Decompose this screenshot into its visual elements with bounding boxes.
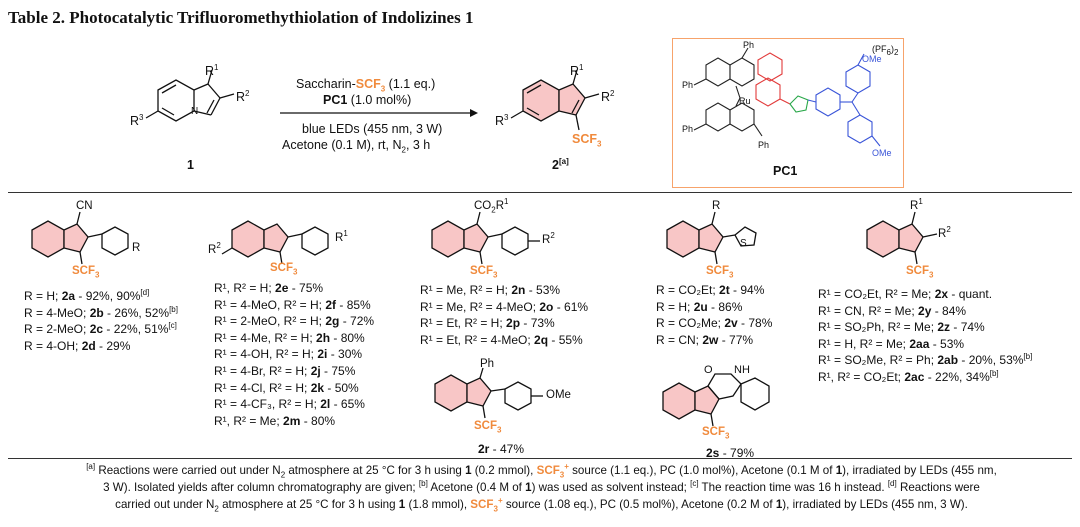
nh-label-2s: NH xyxy=(734,364,750,376)
footnote-line-2: 3 W). Isolated yields after column chrom… xyxy=(103,479,980,494)
footnote-line-1: [a] Reactions were carried out under N2 … xyxy=(86,462,997,480)
row-2o: R¹ = Me, R² = 4-MeO; 2o - 61% xyxy=(420,299,589,314)
pc1-structure-box xyxy=(672,38,904,188)
scf3-label-2s: SCF3 xyxy=(702,426,730,441)
ome-label-2r: OMe xyxy=(546,389,571,401)
footnote: [a] Reactions were carried out under N2 … xyxy=(14,462,1069,513)
pc1-ph-left2: Ph xyxy=(682,124,694,134)
r2-label-col2: R2 xyxy=(208,241,221,256)
row-2x: R¹ = CO₂Et, R² = Me; 2x - quant. xyxy=(818,287,993,301)
indolizine-structure-2 xyxy=(510,69,600,131)
r2-label-col3: R2 xyxy=(542,231,555,246)
scf3-label-col5: SCF3 xyxy=(906,265,934,280)
col5-list: R¹ = CO₂Et, R² = Me; 2x - quant. R¹ = CN… xyxy=(818,286,1032,386)
footnote-line-3: carried out under N2 atmosphere at 25 °C… xyxy=(115,496,968,514)
r-label-col4: R xyxy=(712,200,721,212)
pc1-ph-left1: Ph xyxy=(682,80,694,90)
col2-list: R¹, R² = H; 2e - 75% R¹ = 4-MeO, R² = H;… xyxy=(214,280,374,429)
pc1-ru: Ru xyxy=(739,96,751,106)
row-2j: R¹ = 4-Br, R² = H; 2j - 75% xyxy=(214,363,356,378)
table-title: Table 2. Photocatalytic Trifluoromethyth… xyxy=(8,8,474,27)
prod-compound-label: 2[a] xyxy=(552,156,569,172)
row-2m: R¹, R² = Me; 2m - 80% xyxy=(214,413,336,428)
divider-top xyxy=(8,192,1072,193)
row-2r: 2r - 47% xyxy=(478,442,525,456)
pc1-ph-top: Ph xyxy=(743,40,755,50)
r2-label-col5: R2 xyxy=(938,225,951,240)
row-2z: R¹ = SO₂Ph, R² = Me; 2z - 74% xyxy=(818,320,985,335)
scf3-label-2r: SCF3 xyxy=(474,420,502,435)
scf3-label-prod: SCF3 xyxy=(572,132,602,149)
row-2aa: R¹ = H, R² = Me; 2aa - 53% xyxy=(818,336,965,351)
row-2a: R = H; 2a - 92%, 90%[d] xyxy=(24,288,150,304)
pc1-ome-bottom: OMe xyxy=(872,148,892,158)
row-2ac: R¹, R² = CO₂Et; 2ac - 22%, 34%[b] xyxy=(818,368,999,384)
reagent-text: Saccharin-SCF3 (1.1 eq.) xyxy=(296,77,436,94)
row-2n: R¹ = Me, R² = H; 2n - 53% xyxy=(420,283,561,297)
col3-list: R¹ = Me, R² = H; 2n - 53% R¹ = Me, R² = … xyxy=(420,282,588,348)
structure-2s xyxy=(662,373,770,427)
structure-2n-2q xyxy=(431,211,540,265)
row-2e: R¹, R² = H; 2e - 75% xyxy=(214,281,324,295)
row-2l: R¹ = 4-CF₃, R² = H; 2l - 65% xyxy=(214,397,365,412)
row-2w: R = CN; 2w - 77% xyxy=(656,332,754,347)
structure-2a-2d xyxy=(31,211,129,265)
n-label-sm: N xyxy=(191,106,199,117)
scf3-label-col3: SCF3 xyxy=(470,265,498,280)
col1-list: R = H; 2a - 92%, 90%[d] R = 4-MeO; 2b - … xyxy=(24,288,178,354)
scf3-label-col1: SCF3 xyxy=(72,265,100,280)
pc1-counterion: (PF6)2 xyxy=(872,44,899,57)
row-2b: R = 4-MeO; 2b - 26%, 52%[b] xyxy=(24,304,178,320)
catalyst-text: PC1 (1.0 mol%) xyxy=(323,93,412,107)
row-2u: R = H; 2u - 86% xyxy=(656,299,743,314)
o-label-2s: O xyxy=(704,364,713,376)
reaction-arrow xyxy=(280,109,478,117)
conditions-text: Acetone (0.1 M), rt, N2, 3 h xyxy=(282,138,431,155)
structure-2e-2m xyxy=(221,220,329,265)
light-source-text: blue LEDs (455 nm, 3 W) xyxy=(302,122,443,136)
row-2q: R¹ = Et, R² = 4-MeO; 2q - 55% xyxy=(420,332,583,347)
cn-label: CN xyxy=(76,200,93,212)
row-2c: R = 2-MeO; 2c - 22%, 51%[c] xyxy=(24,321,177,337)
r3-label-prod: R3 xyxy=(495,112,509,128)
structure-2x-2ac xyxy=(866,211,938,265)
row-2t: R = CO₂Et; 2t - 94% xyxy=(656,283,765,297)
col4-list: R = CO₂Et; 2t - 94% R = H; 2u - 86% R = … xyxy=(656,282,772,348)
row-2f: R¹ = 4-MeO, R² = H; 2f - 85% xyxy=(214,297,371,312)
pc1-label: PC1 xyxy=(773,164,798,178)
r1-label-sm: R1 xyxy=(205,62,219,78)
r1-label-col5: R1 xyxy=(910,197,923,212)
r3-label-sm: R3 xyxy=(130,112,144,128)
row-2y: R¹ = CN, R² = Me; 2y - 84% xyxy=(818,303,967,318)
row-2s: 2s - 79% xyxy=(706,446,755,460)
co2r1-label: CO2R1 xyxy=(474,197,509,215)
ph-label-2r: Ph xyxy=(480,358,495,370)
structure-2r xyxy=(434,367,543,419)
scf3-label-col2: SCF3 xyxy=(270,262,298,277)
row-2i: R¹ = 4-OH, R² = H; 2i - 30% xyxy=(214,347,363,362)
row-2ab: R¹ = SO₂Me, R² = Ph; 2ab - 20%, 53%[b] xyxy=(818,352,1033,368)
r-label-col1: R xyxy=(132,242,141,254)
pc1-ome-top: OMe xyxy=(862,54,882,64)
pc1-structure xyxy=(693,47,881,147)
row-2g: R¹ = 2-MeO, R² = H; 2g - 72% xyxy=(214,314,375,329)
r1-label-col2: R1 xyxy=(335,229,348,244)
indolizine-structure-1 xyxy=(145,69,235,122)
pc1-ph-bottom: Ph xyxy=(758,140,770,150)
row-2k: R¹ = 4-Cl, R² = H; 2k - 50% xyxy=(214,380,359,395)
divider-bottom xyxy=(8,458,1072,459)
structure-2t-2w xyxy=(666,211,757,265)
scf3-label-col4: SCF3 xyxy=(706,265,734,280)
r1-label-prod: R1 xyxy=(570,62,584,78)
sm-compound-label: 1 xyxy=(187,158,194,172)
row-2p: R¹ = Et, R² = H; 2p - 73% xyxy=(420,316,555,331)
thiophene-s: S xyxy=(740,238,747,249)
row-2h: R¹ = 4-Me, R² = H; 2h - 80% xyxy=(214,330,365,345)
row-2d: R = 4-OH; 2d - 29% xyxy=(24,338,131,353)
r2-label-sm: R2 xyxy=(236,88,250,104)
row-2v: R = CO₂Me; 2v - 78% xyxy=(656,316,773,331)
r2-label-prod: R2 xyxy=(601,88,615,104)
